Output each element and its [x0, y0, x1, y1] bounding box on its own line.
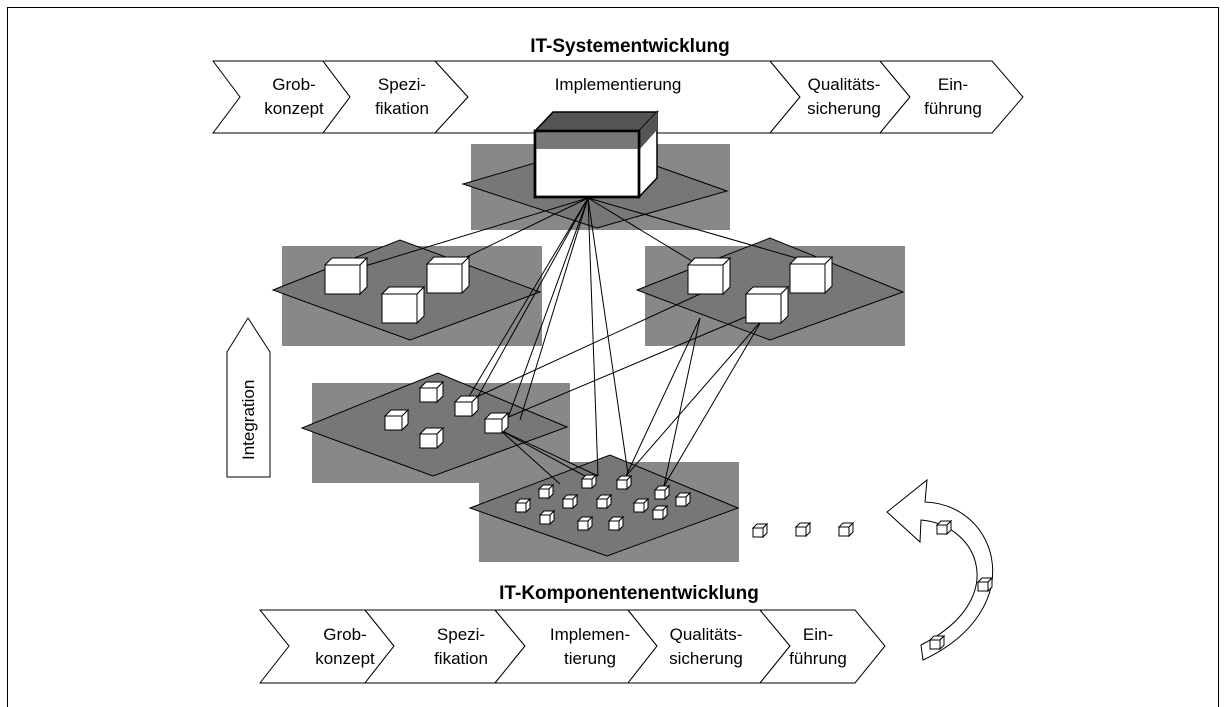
system-title: IT-Systementwicklung: [530, 36, 730, 57]
component-phase-2-line2: fikation: [434, 649, 488, 668]
component-phase-bar: [258, 609, 886, 684]
system-phase-4-line2: sicherung: [807, 99, 881, 118]
component-phase-5: [758, 609, 886, 684]
component-phase-5-line1: Ein-: [803, 625, 833, 644]
component-phase-4-line2: sicherung: [669, 649, 743, 668]
system-cube: [533, 110, 659, 199]
system-phase-5-line2: führung: [924, 99, 982, 118]
system-phase-4-line1: Qualitäts-: [808, 75, 881, 94]
component-phase-2-line1: Spezi-: [437, 625, 485, 644]
component-phase-4-line1: Qualitäts-: [670, 625, 743, 644]
component-phase-1-line1: Grob-: [323, 625, 366, 644]
trailing-components: [752, 522, 854, 538]
component-phase-3-line1: Implemen-: [550, 625, 630, 644]
system-phase-2-line1: Spezi-: [378, 75, 426, 94]
system-phase-1-line1: Grob-: [272, 75, 315, 94]
component-phase-1-line2: konzept: [315, 649, 375, 668]
component-phase-3-line2: tierung: [564, 649, 616, 668]
system-phase-bar: [212, 60, 1024, 134]
system-phase-5: [878, 60, 1024, 134]
integration-lines: [364, 197, 811, 487]
integration-arrow: Integration: [226, 317, 271, 478]
system-phase-2-line2: fikation: [375, 99, 429, 118]
component-phase-5-line2: führung: [789, 649, 847, 668]
system-phase-1-line2: konzept: [264, 99, 324, 118]
cycle-arrow: [886, 478, 994, 661]
system-phase-1: [212, 60, 351, 134]
figure-frame: [7, 7, 1219, 707]
integration-label: Integration: [239, 380, 258, 460]
component-title: IT-Komponentenentwicklung: [499, 583, 759, 604]
system-phase-3-line1: Implementierung: [555, 75, 682, 94]
system-phase-5-line1: Ein-: [938, 75, 968, 94]
